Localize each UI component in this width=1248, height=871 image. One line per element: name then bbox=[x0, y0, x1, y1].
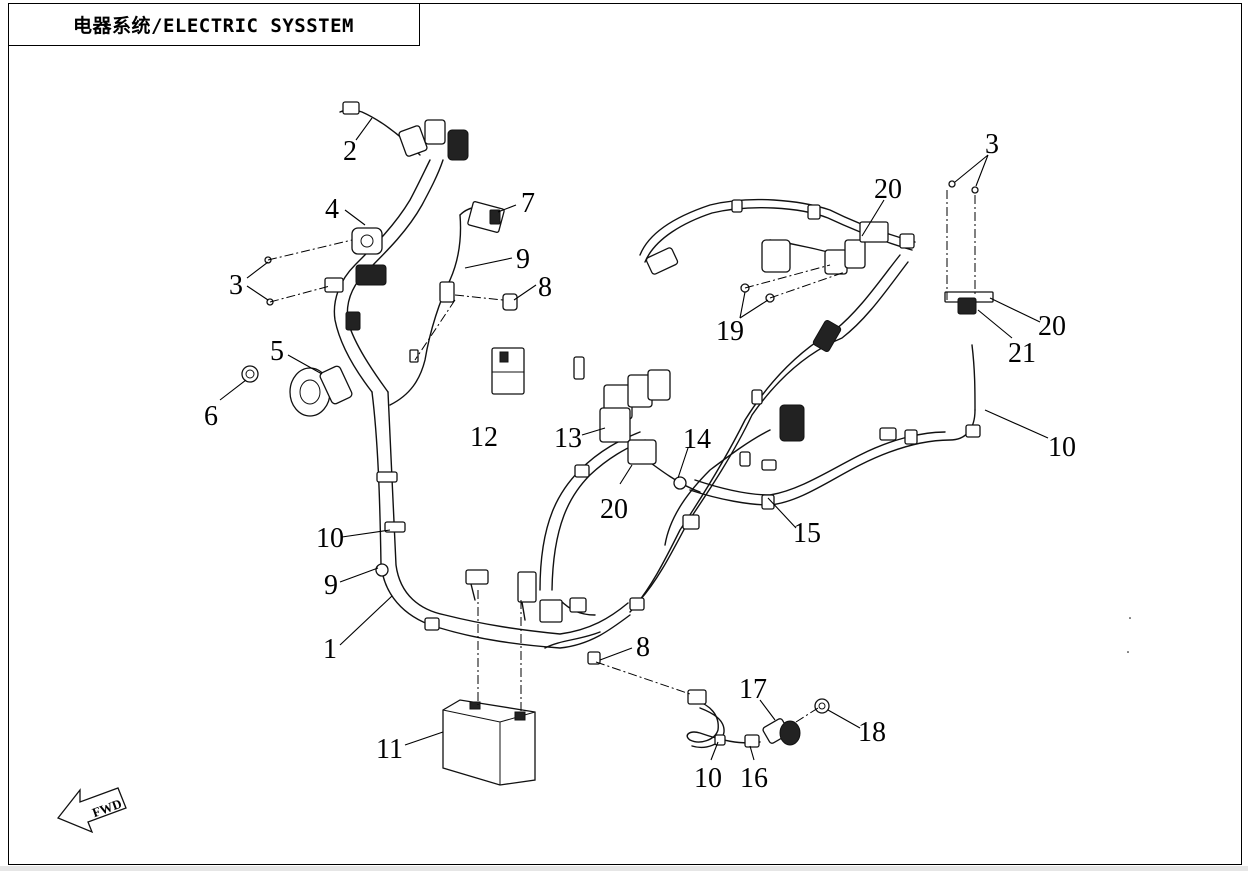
callout-16: 16 bbox=[740, 763, 768, 794]
callout-9-bottom: 9 bbox=[324, 570, 338, 601]
callout-7: 7 bbox=[521, 188, 535, 219]
callout-6: 6 bbox=[204, 401, 218, 432]
callout-18: 18 bbox=[858, 717, 886, 748]
title-block: 电器系统/ELECTRIC SYSSTEM bbox=[8, 3, 420, 46]
callout-21: 21 bbox=[1008, 338, 1036, 369]
drawing-frame bbox=[8, 3, 1242, 865]
callout-10-left: 10 bbox=[316, 523, 344, 554]
callout-1: 1 bbox=[323, 634, 337, 665]
callout-20-mid: 20 bbox=[600, 494, 628, 525]
page-title: 电器系统/ELECTRIC SYSSTEM bbox=[73, 14, 354, 37]
bottom-strip bbox=[0, 866, 1248, 871]
fwd-arrow: FWD bbox=[56, 787, 127, 834]
callout-2: 2 bbox=[343, 136, 357, 167]
callout-19: 19 bbox=[716, 316, 744, 347]
callout-labels: 2 4 3 5 6 7 9 8 12 13 14 20 15 10 9 1 11… bbox=[204, 129, 1076, 794]
callout-12: 12 bbox=[470, 422, 498, 453]
callout-15: 15 bbox=[793, 518, 821, 549]
callout-4: 4 bbox=[325, 194, 339, 225]
callout-3-right: 3 bbox=[985, 129, 999, 160]
callout-3-left: 3 bbox=[229, 270, 243, 301]
callout-20-top: 20 bbox=[874, 174, 902, 205]
callout-10-right: 10 bbox=[1048, 432, 1076, 463]
callout-9-top: 9 bbox=[516, 244, 530, 275]
callout-20-right: 20 bbox=[1038, 311, 1066, 342]
callout-8-bottom: 8 bbox=[636, 632, 650, 663]
callout-14: 14 bbox=[683, 424, 711, 455]
main-harness bbox=[333, 109, 976, 749]
callout-10-bottom: 10 bbox=[694, 763, 722, 794]
leader-lines bbox=[219, 117, 1049, 761]
connectors bbox=[241, 101, 994, 748]
callout-8-top: 8 bbox=[538, 272, 552, 303]
callout-13: 13 bbox=[554, 423, 582, 454]
callout-5: 5 bbox=[270, 336, 284, 367]
battery bbox=[442, 699, 536, 786]
callout-17: 17 bbox=[739, 674, 767, 705]
callout-11: 11 bbox=[376, 734, 403, 765]
assembly-lines bbox=[267, 190, 976, 723]
